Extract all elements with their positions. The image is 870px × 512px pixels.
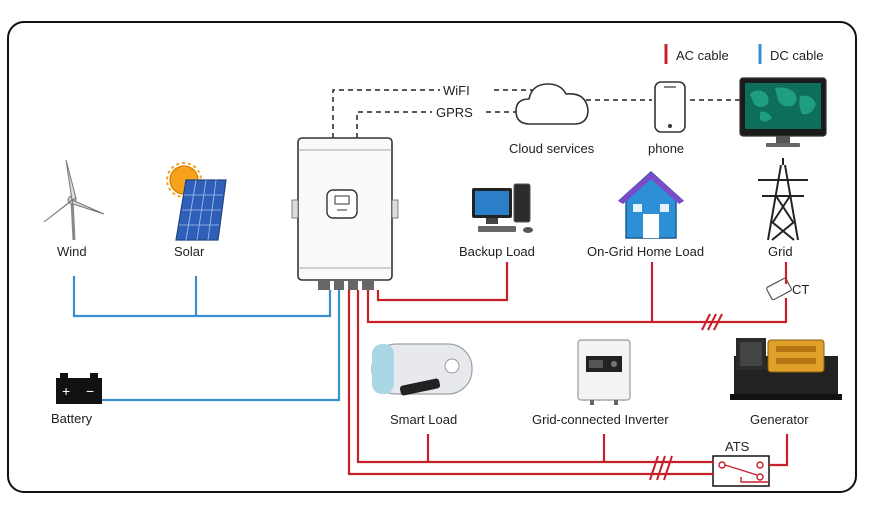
phone-label: phone [648,141,684,156]
grid-label: Grid [768,244,793,259]
ats-label: ATS [725,439,750,454]
grid-inverter-icon [577,339,631,405]
cloud-icon [515,83,589,125]
comm-lines [332,89,740,138]
outer-frame [7,21,857,493]
gprs-label: GPRS [436,105,473,120]
cable-break-marks [649,313,723,481]
hybrid-inverter [291,137,399,290]
dc-cables [72,276,341,402]
wind-turbine-icon [43,159,105,241]
battery-minus: − [86,383,94,399]
ct-label: CT [792,282,809,297]
wifi-label: WiFI [443,83,470,98]
ats-switch [712,455,770,487]
transmission-tower-icon [758,158,808,241]
gprs-line [356,111,432,138]
cloud-label: Cloud services [509,141,595,156]
ac-cables [347,262,789,476]
legend: AC cable DC cable [664,44,823,64]
home-icon [618,170,684,239]
battery-label: Battery [51,411,93,426]
legend-ac-label: AC cable [676,48,729,63]
solar-panel-icon [166,162,227,241]
battery-icon: + − [56,373,102,404]
wifi-line [332,89,440,138]
solar-label: Solar [174,244,205,259]
legend-dc-label: DC cable [770,48,823,63]
water-heater-icon [371,343,473,396]
wind-label: Wind [57,244,87,259]
battery-plus: + [62,383,70,399]
grid-inverter-label: Grid-connected Inverter [532,412,669,427]
monitor-icon [739,77,827,147]
generator-icon [730,338,842,400]
ct-clamp-icon [766,277,792,301]
computer-icon [472,183,533,233]
home-load-label: On-Grid Home Load [587,244,704,259]
generator-label: Generator [750,412,809,427]
backup-load-label: Backup Load [459,244,535,259]
phone-icon [654,81,686,133]
smart-load-label: Smart Load [390,412,457,427]
